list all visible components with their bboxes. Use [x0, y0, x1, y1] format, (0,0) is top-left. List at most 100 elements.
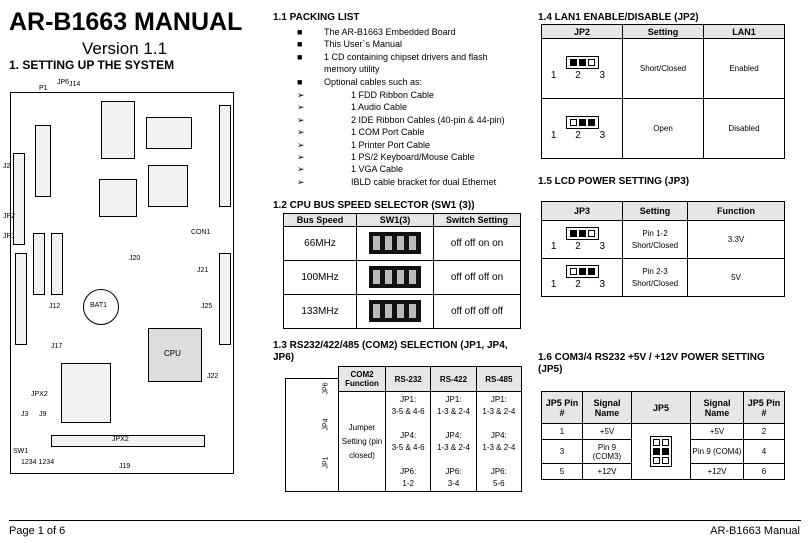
lan-table: JP2 Setting LAN1 1 2 3 Short/Closed Enab…	[541, 24, 785, 159]
cell: +5V	[582, 423, 632, 440]
cell: Pin 9 (COM3)	[582, 439, 632, 464]
list-item: ➢IBLD cable bracket for dual Ethernet	[297, 176, 497, 187]
cell-speed: 66MHz	[283, 226, 357, 261]
chip-3	[99, 179, 137, 217]
jumper-12-icon: 1 2 3	[541, 220, 623, 259]
table-row: Jumper Setting (pin closed) JP1:3-5 & 4-…	[338, 391, 523, 492]
col-header: Switch Setting	[433, 213, 521, 227]
section-1-heading: 1. SETTING UP THE SYSTEM	[9, 58, 175, 72]
dip-switch-66	[356, 226, 434, 261]
list-item: ➢1 VGA Cable	[297, 164, 404, 175]
list-item: ■Optional cables such as:	[297, 76, 423, 87]
chip-4	[146, 117, 192, 149]
cell-speed: 133MHz	[283, 294, 357, 329]
rs-selection-heading: 1.3 RS232/422/485 (COM2) SELECTION (JP1,…	[273, 340, 508, 363]
lan-heading: 1.4 LAN1 ENABLE/DISABLE (JP2)	[538, 12, 699, 23]
col-header: Bus Speed	[283, 213, 357, 227]
col-header: Setting	[622, 24, 704, 39]
com34-table: JP5 Pin # Signal Name JP5 Signal Name JP…	[541, 391, 785, 480]
packing-list-heading: 1.1 PACKING LIST	[273, 12, 360, 23]
cell: 2	[743, 423, 785, 440]
cell: 5	[541, 463, 583, 480]
footer-page: Page 1 of 6	[9, 525, 66, 537]
table-row: 1 2 3 Open Disabled	[541, 98, 785, 159]
list-item: ➢1 PS/2 Keyboard/Mouse Cable	[297, 152, 475, 163]
col-header: RS-422	[430, 366, 477, 392]
battery: BAT1	[83, 289, 119, 325]
lcd-heading: 1.5 LCD POWER SETTING (JP3)	[538, 176, 690, 187]
jp5-pin-diagram	[631, 423, 691, 480]
col-header: JP5 Pin #	[743, 391, 785, 424]
mid-header-2	[51, 233, 63, 295]
cell: 1	[541, 423, 583, 440]
right-header-top	[219, 105, 231, 207]
table-row: 66MHz off off on on	[283, 226, 521, 261]
left-header	[15, 253, 27, 345]
col-header: JP2	[541, 24, 623, 39]
cell-setting: Open	[622, 98, 704, 159]
table-row: 133MHz off off off off	[283, 294, 521, 329]
footer-divider	[9, 520, 801, 521]
jumper-23-icon: 1 2 3	[541, 258, 623, 297]
jumper-open-icon: 1 2 3	[541, 98, 623, 159]
cell-value: 3.3V	[687, 220, 785, 259]
col-header: COM2 Function	[338, 366, 386, 392]
list-item: ➢1 Printer Port Cable	[297, 139, 431, 150]
cell: 4	[743, 439, 785, 464]
table-row: 5 +12V +12V 6	[541, 463, 785, 480]
table-row: 1 +5V +5V 2	[541, 423, 785, 480]
cell: 3	[541, 439, 583, 464]
cell: 6	[743, 463, 785, 480]
dip-switch-133	[356, 294, 434, 329]
cell-value: Disabled	[703, 98, 785, 159]
cpu-bus-table: Bus Speed SW1(3) Switch Setting 66MHz of…	[283, 213, 521, 329]
col-header: LAN1	[703, 24, 785, 39]
com2-pin-diagram: JP6 JP4 JP1	[285, 378, 339, 492]
cell-speed: 100MHz	[283, 260, 357, 295]
col-header: Function	[687, 201, 785, 221]
row-label: Jumper Setting (pin closed)	[338, 391, 386, 492]
footer-manual: AR-B1663 Manual	[710, 525, 800, 537]
cell-value: 5V	[687, 258, 785, 297]
list-item: ➢2 IDE Ribbon Cables (40-pin & 44-pin)	[297, 114, 505, 125]
board-diagram: CPU JPX2 BAT1 P1 JP6 J14 J2 JP2 JP1 J12 …	[3, 79, 234, 474]
chip-5	[61, 363, 111, 423]
cell: +12V	[582, 463, 632, 480]
col-header: Signal Name	[690, 391, 744, 424]
ide-connector	[35, 125, 51, 197]
rs232-cell: JP1:3-5 & 4-6 JP4:3-5 & 4-6 JP6:1-2	[384, 391, 432, 492]
com34-heading: 1.6 COM3/4 RS232 +5V / +12V POWER SETTIN…	[538, 352, 765, 375]
manual-title: AR-B1663 MANUAL	[9, 8, 243, 36]
table-row: 3 Pin 9 (COM3) Pin 9 (COM4) 4	[541, 439, 785, 464]
list-item: ➢1 FDD Ribbon Cable	[297, 90, 435, 101]
floppy-connector	[13, 153, 25, 245]
col-header: Setting	[622, 201, 688, 221]
col-header: JP5	[631, 391, 691, 424]
col-header: RS-232	[384, 366, 432, 392]
cell: Pin 9 (COM4)	[690, 439, 744, 464]
dip-switch-100	[356, 260, 434, 295]
list-item: ■1 CD containing chipset drivers and fla…	[297, 51, 488, 75]
col-header: JP3	[541, 201, 623, 221]
rs422-cell: JP1:1-3 & 2-4 JP4:1-3 & 2-4 JP6:3-4	[430, 391, 477, 492]
list-item: ➢1 Audio Cable	[297, 102, 408, 113]
com2-table: COM2 Function RS-232 RS-422 RS-485 Jumpe…	[338, 366, 523, 492]
cell: +5V	[690, 423, 744, 440]
packing-list: ■The AR-B1663 Embedded Board ■This User`…	[297, 26, 522, 188]
dimm-slot: JPX2	[51, 435, 205, 447]
cpu-socket: CPU	[148, 328, 202, 382]
col-header: RS-485	[475, 366, 523, 392]
cell-setting: off off off on	[433, 260, 521, 295]
col-header: Signal Name	[582, 391, 632, 424]
cell-setting: off off on on	[433, 226, 521, 261]
cpu-bus-heading: 1.2 CPU BUS SPEED SELECTOR (SW1 (3))	[273, 200, 475, 211]
chip-1	[101, 101, 135, 159]
col-header: JP5 Pin #	[541, 391, 583, 424]
rs485-cell: JP1:1-3 & 2-4 JP4:1-3 & 2-4 JP6:5-6	[475, 391, 523, 492]
list-item: ■This User`s Manual	[297, 39, 403, 50]
